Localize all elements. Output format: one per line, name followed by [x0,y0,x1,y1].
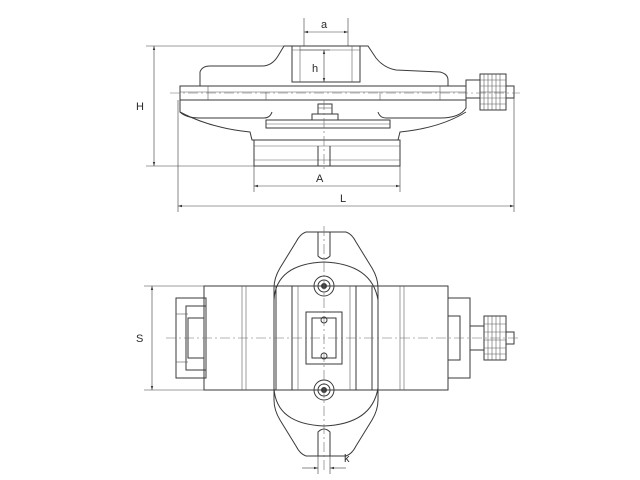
side-view: a h H A L [136,18,520,212]
dimension-label-L: L [340,193,346,205]
dimension-label-k: k [344,453,350,465]
dimension-label-A: A [316,173,324,185]
top-view: S k [136,226,520,474]
dimension-label-a: a [321,19,328,31]
dimension-label-H: H [136,101,144,113]
dimension-label-S: S [136,333,143,345]
dimension-label-h: h [312,63,318,75]
